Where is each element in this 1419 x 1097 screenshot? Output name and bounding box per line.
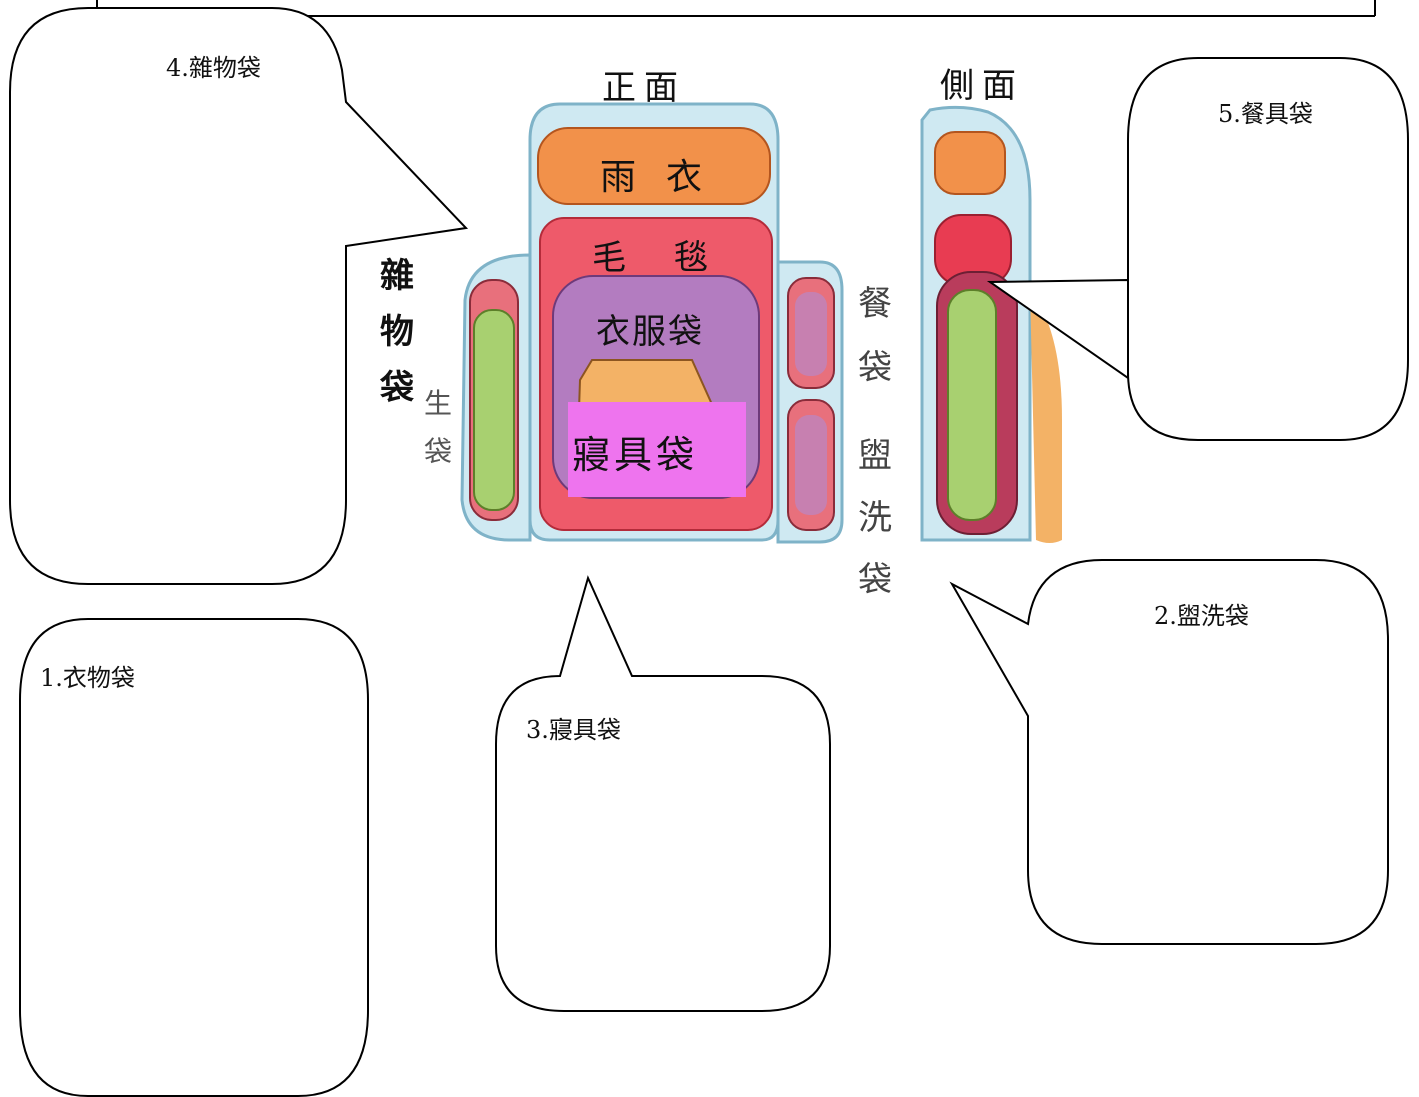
side-orange-back [1030, 290, 1062, 543]
callout-label-bedding: 3.寢具袋 [526, 716, 621, 744]
callout-bubble-tableware [986, 57, 1409, 441]
side-view-illustration [920, 105, 1062, 543]
side-bag-partial-char-2: 袋 [424, 435, 453, 468]
wash-inner [795, 415, 827, 515]
callout-label-misc: 4.雜物袋 [166, 54, 261, 82]
sleeping-bag-label: 寢具袋 [572, 433, 699, 477]
wash-vertical-char-2: 洗 [858, 498, 892, 538]
callout-label-wash: 2.盥洗袋 [1154, 602, 1249, 630]
raincoat-label: 雨衣 [600, 157, 733, 198]
raincoat-bag [537, 127, 771, 205]
side-bag-partial-char-1: 生 [424, 387, 453, 420]
sleeping-bag-highlight [568, 402, 746, 497]
side-green-block [947, 289, 997, 521]
misc-bag-green [473, 309, 515, 511]
misc-bag-vertical-char-3: 袋 [380, 368, 414, 408]
callout-bubble-wash [949, 559, 1389, 945]
tableware-vertical-char-1: 餐 [858, 284, 892, 324]
tableware-vertical-char-2: 袋 [858, 348, 892, 388]
heading-side: 側面 [940, 66, 1024, 106]
callout-bubble-bedding [495, 575, 831, 1012]
wash-vertical-char-3: 袋 [858, 560, 892, 600]
callout-bubble-clothing [19, 618, 369, 1097]
callout-label-tableware: 5.餐具袋 [1218, 100, 1313, 128]
blanket-label: 毛毯 [592, 238, 756, 278]
misc-bag-vertical-char-2: 物 [380, 312, 414, 352]
callout-bubble-misc [9, 7, 469, 585]
wash-vertical-char-1: 盥 [858, 436, 892, 476]
heading-front: 正面 [602, 68, 686, 108]
clothes-bag-label: 衣服袋 [596, 312, 704, 352]
misc-bag-vertical-char-1: 雜 [380, 256, 414, 296]
callout-label-clothing: 1.衣物袋 [40, 664, 135, 692]
side-top-orange [934, 131, 1006, 195]
tableware-inner [795, 292, 827, 376]
